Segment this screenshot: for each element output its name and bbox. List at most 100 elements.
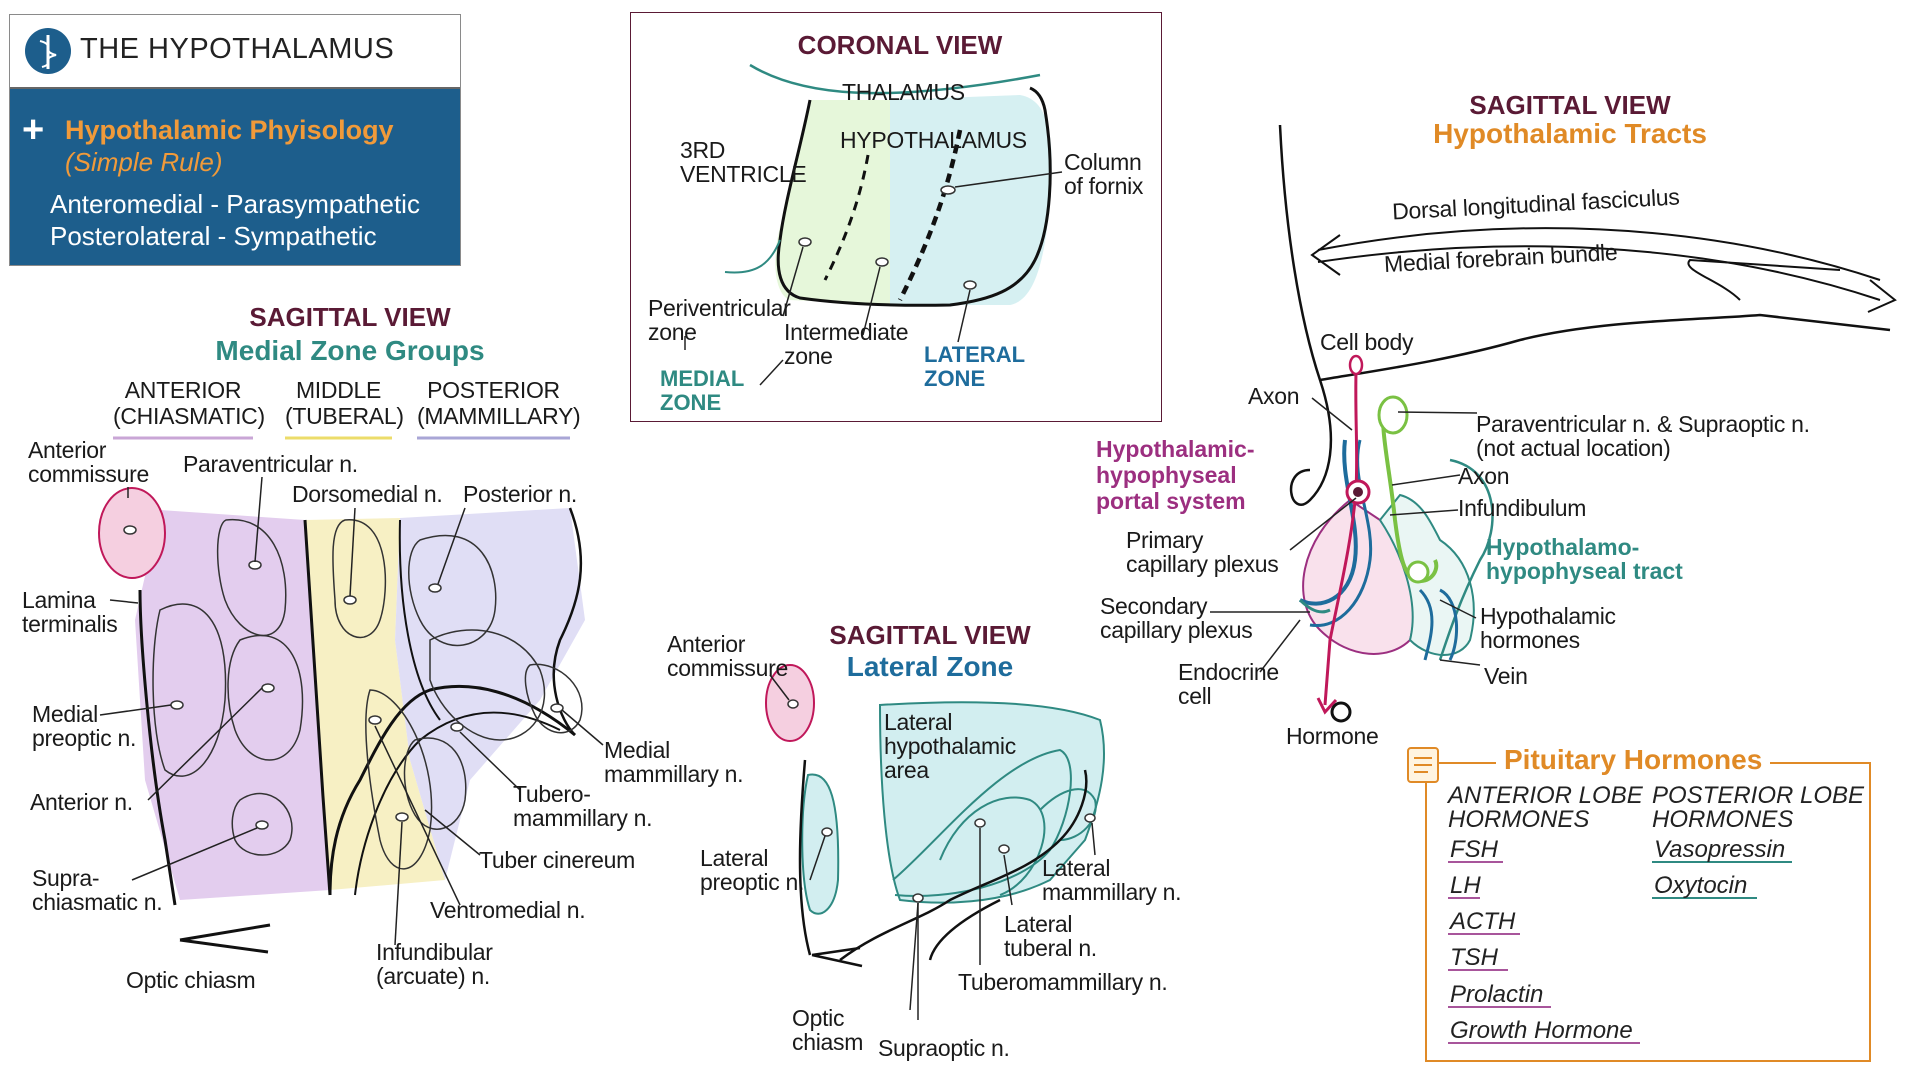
label-tract-2: hypophyseal tract [1486,558,1683,584]
coronal-frame [630,12,1162,422]
label-supraoptic: Supraoptic n. [878,1035,1010,1061]
label-portal-2: hypophyseal [1096,462,1237,488]
rule-posterolateral: Posterolateral - Sympathetic [50,221,377,251]
label-periventricular-2: zone [648,319,697,345]
page-title: THE HYPOTHALAMUS [80,33,395,65]
label-optic-chiasm-2: chiasm [792,1029,864,1055]
label-vein: Vein [1484,663,1528,689]
medial-heading: SAGITTAL VIEW [249,302,451,332]
physiology-panel: + Hypothalamic Phyisology (Simple Rule) … [10,89,460,265]
label-paraventricular: Paraventricular n. [183,451,358,477]
title-card: THE HYPOTHALAMUS + Hypothalamic Phyisolo… [9,14,461,266]
anterior-header-2: HORMONES [1448,806,1590,833]
coronal-drawing [684,63,1063,386]
label-infundibulum: Infundibulum [1458,495,1587,521]
label-hyp-hormones-1: Hypothalamic [1480,603,1616,629]
label-primary-2: capillary plexus [1126,551,1279,577]
label-lha-2: hypothalamic [884,733,1016,759]
label-suprachiasmatic-2: chiasmatic n. [32,889,163,915]
label-lat-anterior-commissure-2: commissure [667,655,788,681]
notepad-icon [1407,747,1439,783]
label-lateral-preoptic-1: Lateral [700,845,769,871]
label-ventromedial: Ventromedial n. [430,897,586,923]
posterior-header-2: HORMONES [1652,806,1794,833]
label-lateral-tuberal-1: Lateral [1004,911,1073,937]
lateral-zone-drawing [765,664,1105,1020]
hormone-prolactin: Prolactin [1450,981,1544,1008]
label-pvn-2: (not actual location) [1476,435,1671,461]
label-hypothalamus: HYPOTHALAMUS [840,127,1027,153]
posterior-header-1: POSTERIOR LOBE [1652,782,1865,809]
label-tuber-cinereum: Tuber cinereum [479,847,636,873]
hormone-underlines [1448,861,1792,1044]
label-anterior-nucleus: Anterior n. [30,789,133,815]
label-infundibular-2: (arcuate) n. [376,963,491,989]
label-lateral-zone-1: LATERAL [924,342,1026,367]
label-3rd-1: 3RD [680,137,726,163]
label-tuberomammillary: Tuberomammillary n. [958,969,1168,995]
label-3rd-2: VENTRICLE [680,161,807,187]
pituitary-title: Pituitary Hormones [1496,744,1771,776]
physiology-subtitle: (Simple Rule) [65,147,223,177]
label-lateral-preoptic-2: preoptic n. [700,869,805,895]
tracts-heading: SAGITTAL VIEW [1469,90,1671,120]
tracts-drawing [1210,124,1897,723]
label-endocrine-1: Endocrine [1178,659,1279,685]
label-lamina-1: Lamina [22,587,96,613]
label-intermediate-2: zone [784,343,833,369]
rule-anteromedial: Anteromedial - Parasympathetic [50,189,420,219]
group-anterior-line1: ANTERIOR [124,377,242,403]
label-medial-mammillary-1: Medial [604,737,670,763]
plus-icon: + [22,109,45,151]
label-secondary-1: Secondary [1100,593,1208,619]
label-tuberomammillary-1: Tubero- [513,781,591,807]
posterior-region [395,508,585,880]
group-posterior-line2: (MAMMILLARY) [417,403,581,429]
label-anterior-commissure-2: commissure [28,461,149,487]
anterior-header-1: ANTERIOR LOBE [1448,782,1643,809]
hormone-oxytocin: Oxytocin [1654,872,1748,899]
label-lateral-mammillary-2: mammillary n. [1042,879,1182,905]
tracts-subheading: Hypothalamic Tracts [1433,118,1707,149]
label-lha-3: area [884,757,929,783]
label-pvn-1: Paraventricular n. & Supraoptic n. [1476,411,1810,437]
label-posterior: Posterior n. [463,481,578,507]
label-lateral-mammillary-1: Lateral [1042,855,1111,881]
label-fornix-1: Column [1064,149,1142,175]
hormone-vasopressin: Vasopressin [1654,836,1786,863]
label-intermediate-1: Intermediate [784,319,909,345]
label-primary-1: Primary [1126,527,1204,553]
label-hyp-hormones-2: hormones [1480,627,1580,653]
label-lateral-zone-2: ZONE [924,366,986,391]
label-suprachiasmatic-1: Supra- [32,865,100,891]
coronal-heading: CORONAL VIEW [797,30,1003,60]
label-anterior-commissure-1: Anterior [28,437,107,463]
hormone-growth-hormone: Growth Hormone [1450,1017,1633,1044]
label-axon-right: Axon [1458,463,1510,489]
hormone-tsh: TSH [1450,944,1498,971]
label-medial-zone-2: ZONE [660,390,722,415]
label-hormone: Hormone [1286,723,1379,749]
label-optic-chiasm-1: Optic [792,1005,845,1031]
lateral-subheading: Lateral Zone [846,651,1014,682]
label-lha-1: Lateral [884,709,953,735]
label-secondary-2: capillary plexus [1100,617,1253,643]
label-infundibular-1: Infundibular [376,939,493,965]
label-medial-mammillary-2: mammillary n. [604,761,744,787]
label-lateral-tuberal-2: tuberal n. [1004,935,1097,961]
hormone-lh: LH [1450,872,1481,899]
label-cell-body: Cell body [1320,329,1414,355]
label-medial-preoptic-2: preoptic n. [32,725,137,751]
hormone-fsh: FSH [1450,836,1498,863]
group-middle-line1: MIDDLE [295,377,382,403]
label-medial-preoptic-1: Medial [32,701,98,727]
lateral-heading: SAGITTAL VIEW [829,620,1031,650]
group-posterior-line1: POSTERIOR [427,377,560,403]
label-thalamus: THALAMUS [842,79,965,105]
group-middle-line2: (TUBERAL) [285,403,404,429]
label-lamina-2: terminalis [22,611,118,637]
label-periventricular-1: Periventricular [648,295,791,321]
label-portal-3: portal system [1096,488,1246,514]
